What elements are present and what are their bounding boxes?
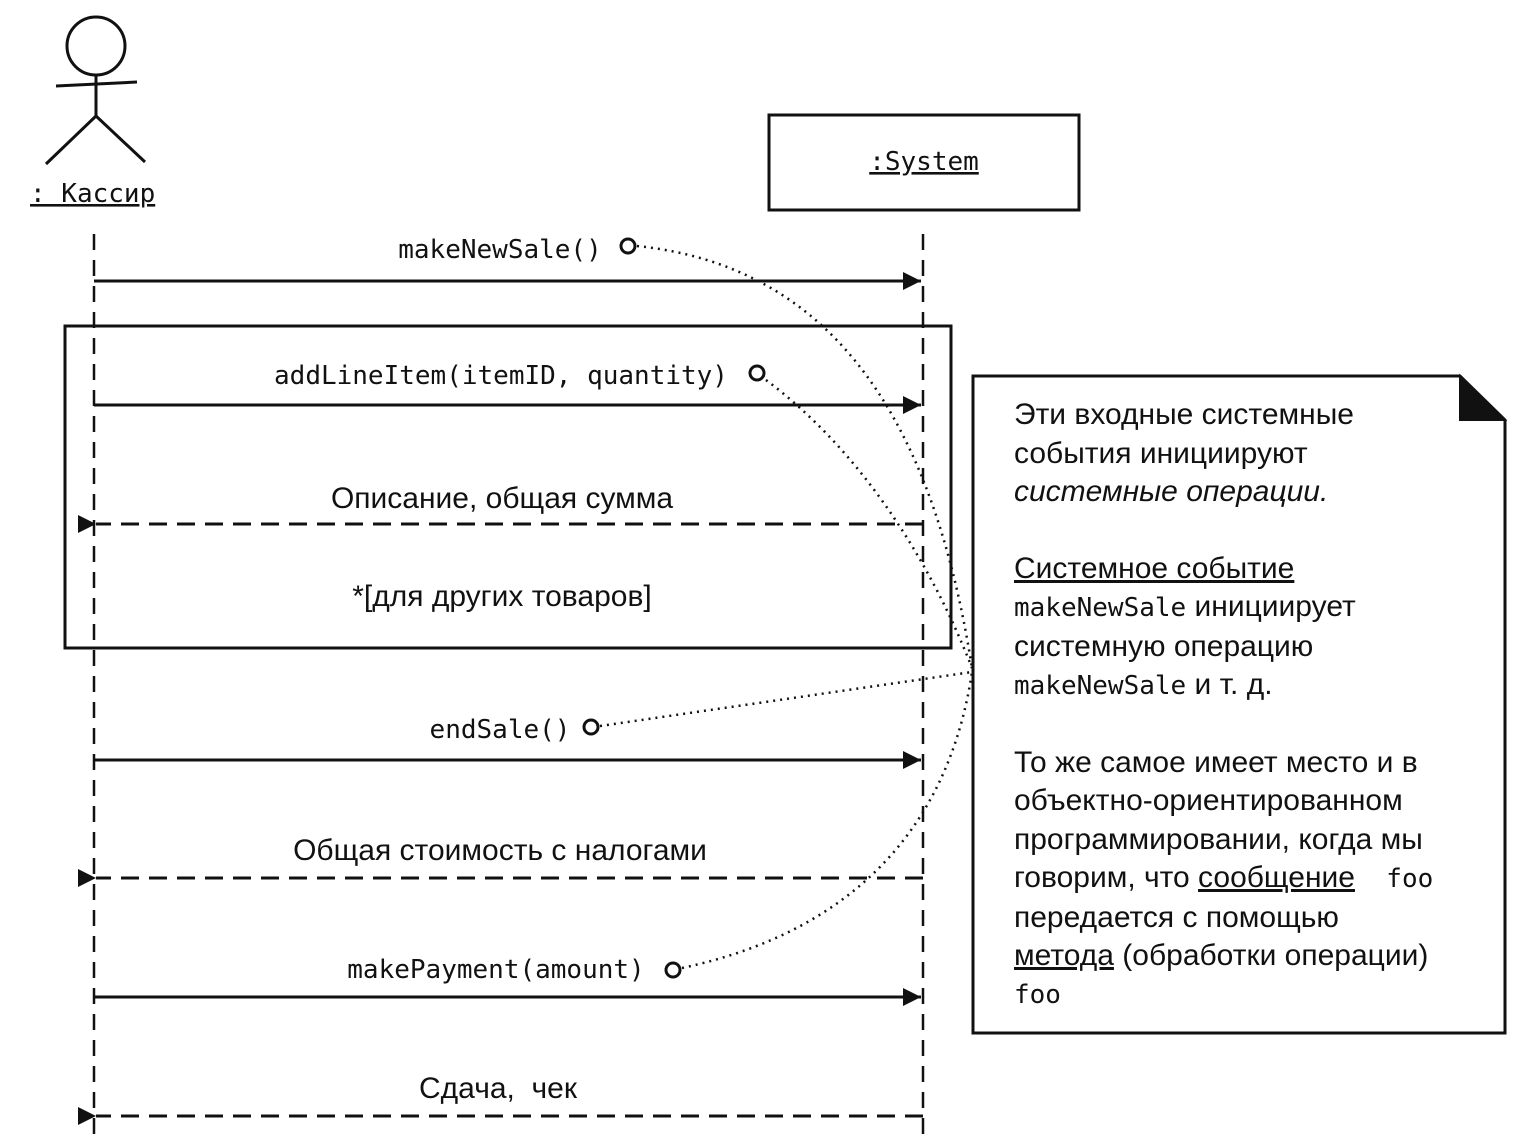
message-label-makeNewSale: makeNewSale() [398,235,602,265]
note-text-span: инициирует [1186,590,1356,623]
note-line: То же самое имеет место и в [1014,745,1418,779]
message-label-makePayment: makePayment(amount) [347,955,644,985]
return-label-description-total: Описание, общая сумма [331,482,673,515]
connector-endSale [599,670,973,728]
anchor-circle-makeNewSale [619,237,637,255]
note-connectors [599,244,974,970]
note-line: события инициируют [1014,436,1308,470]
note-line: передается с помощью [1014,900,1339,934]
note-text-span: (обработки операции) [1113,939,1429,972]
note-line: makeNewSale и т. д. [1014,666,1494,706]
note-line: объектно-ориентированном [1014,784,1403,817]
note-text: Эти входные системные события инициируют… [1014,396,1494,1014]
note-line: Эти входные системные [1014,398,1354,431]
note-line: makeNewSale инициирует [1014,588,1494,628]
note-line: метода (обработки операции) [1014,937,1494,976]
return-label-change-receipt: Сдача, чек [419,1072,578,1105]
message-label-addLineItem: addLineItem(itemID, quantity) [274,361,728,391]
note-code: makeNewSale [1014,593,1187,623]
note-underlined-term: метода [1014,939,1114,972]
anchor-circle-makePayment [664,961,682,979]
note-underlined-term: сообщение [1198,861,1355,894]
message-anchor-circles [582,237,766,979]
anchor-circle-endSale [582,718,600,736]
loop-guard: *[для других товаров] [352,580,652,613]
note-line: системные операции. [1014,475,1329,508]
system-label: :System [869,147,979,177]
actor-label: : Кассир [30,179,155,209]
message-label-endSale: endSale() [430,715,571,745]
note-code: foo [1354,864,1434,894]
connector-makePayment [681,671,974,970]
note-box [971,373,1508,1035]
note-line: говорим, что сообщение foo [1014,859,1494,899]
loop-frame [63,324,953,650]
actor-stick-figure-icon [44,15,147,166]
note-line: Системное событие [1014,551,1295,585]
note-text-span: и т. д. [1186,668,1273,701]
note-text-span: говорим, что [1014,861,1199,894]
anchor-circle-addLineItem [748,364,766,382]
note-line: системную операцию [1014,629,1314,663]
note-code: makeNewSale [1014,671,1187,701]
note-folded-corner-icon [1459,373,1508,421]
note-line: foo [1014,979,1061,1010]
note-line: программировании, когда мы [1014,822,1423,856]
return-label-total-with-taxes: Общая стоимость с налогами [293,834,707,867]
system-participant-box [767,113,1081,212]
